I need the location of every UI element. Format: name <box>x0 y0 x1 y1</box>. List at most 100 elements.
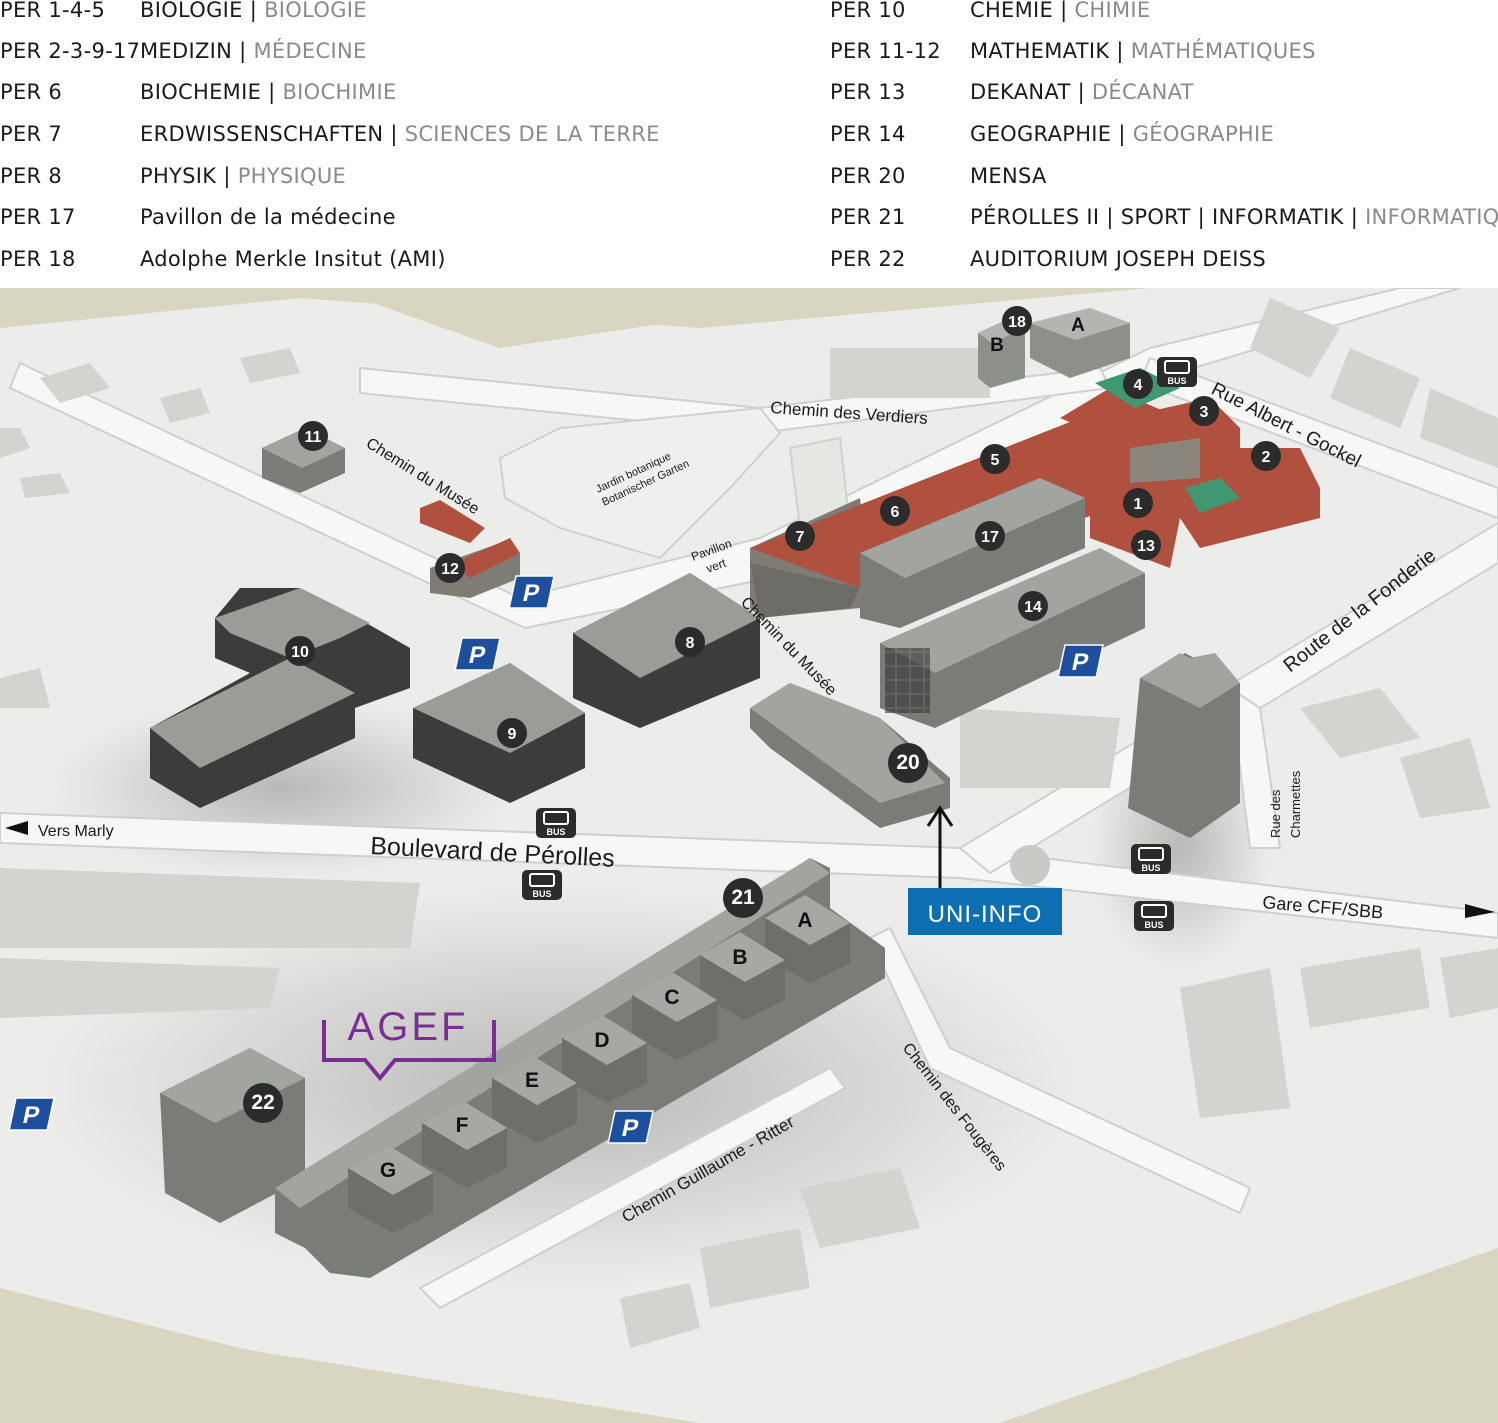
legend-name: PHYSIK | PHYSIQUE <box>140 164 346 188</box>
building-8[interactable] <box>573 573 760 728</box>
block <box>700 1228 810 1308</box>
marker-number: 11 <box>305 429 322 446</box>
building-marker-4[interactable]: 4 <box>1123 369 1153 399</box>
building-marker-1[interactable]: 1 <box>1123 488 1153 518</box>
agef-marker[interactable]: AGEF <box>322 1005 496 1082</box>
legend-name: BIOCHEMIE | BIOCHIMIE <box>140 80 397 104</box>
wing-21-b[interactable]: B <box>700 932 785 1020</box>
uni-info-label: UNI-INFO <box>928 901 1043 928</box>
block <box>1250 298 1340 378</box>
building-marker-7[interactable]: 7 <box>785 521 815 551</box>
building-14[interactable] <box>880 548 1145 728</box>
legend-code: PER 18 <box>0 247 76 271</box>
building-marker-6[interactable]: 6 <box>880 496 910 526</box>
building-marker-22[interactable]: 22 <box>243 1083 283 1123</box>
wing-roof <box>700 932 785 982</box>
wing-21-c[interactable]: C <box>632 972 717 1060</box>
roof <box>413 663 585 753</box>
legend-code: PER 14 <box>830 122 906 146</box>
building-marker-12[interactable]: 12 <box>435 553 465 583</box>
bus-stop[interactable]: BUS <box>1134 901 1174 931</box>
tower[interactable] <box>1128 653 1240 838</box>
legend-name: CHEMIE | CHIMIE <box>970 0 1150 22</box>
legend-code: PER 17 <box>0 205 76 229</box>
marker-circle <box>880 496 910 526</box>
building-marker-14[interactable]: 14 <box>1018 591 1048 621</box>
legend-name: PÉROLLES II | SPORT | INFORMATIK | INFOR… <box>970 205 1498 229</box>
block <box>0 428 30 458</box>
building-marker-8[interactable]: 8 <box>675 627 705 657</box>
building-marker-11[interactable]: 11 <box>298 421 328 451</box>
block <box>830 348 990 398</box>
marker-circle <box>980 444 1010 474</box>
botanical-garden <box>498 406 852 560</box>
bus-stop[interactable]: BUS <box>536 808 576 838</box>
wing-21-g[interactable]: G <box>348 1145 433 1233</box>
bus-stop[interactable]: BUS <box>1157 357 1197 387</box>
block <box>620 1283 700 1348</box>
marker-circle <box>285 636 315 666</box>
agef-label: AGEF <box>348 1005 469 1049</box>
parking-label: P <box>1069 649 1091 676</box>
legend-name: BIOLOGIE | BIOLOGIE <box>140 0 367 22</box>
building-marker-21[interactable]: 21 <box>723 878 763 918</box>
parking-sign[interactable]: P <box>1057 644 1104 678</box>
grass-area <box>1000 1248 1498 1423</box>
building-marker-20[interactable]: 20 <box>888 743 928 783</box>
parking-box <box>607 1110 654 1144</box>
roof <box>880 548 1145 673</box>
wing-21-a[interactable]: A <box>765 895 850 983</box>
building-marker-2[interactable]: 2 <box>1251 441 1281 471</box>
road-musee <box>8 288 1461 630</box>
wing-label: E <box>525 1069 539 1092</box>
building-10[interactable] <box>150 588 410 808</box>
parking-sign[interactable]: P <box>8 1097 55 1131</box>
building-marker-5[interactable]: 5 <box>980 444 1010 474</box>
legend-name: MEDIZIN | MÉDECINE <box>140 39 367 63</box>
building-marker-17[interactable]: 17 <box>975 521 1005 551</box>
wing-21-f[interactable]: F <box>422 1100 507 1188</box>
block <box>1330 348 1420 428</box>
bus-body-icon <box>529 873 555 887</box>
bus-label: BUS <box>1144 920 1163 930</box>
road-ritter <box>418 1066 847 1310</box>
wing-roof <box>632 972 717 1022</box>
bus-stop[interactable]: BUS <box>522 870 562 900</box>
marker-circle <box>1123 369 1153 399</box>
building-marker-3[interactable]: 3 <box>1189 396 1219 426</box>
historic-complex <box>750 368 1320 618</box>
legend-name: ERDWISSENSCHAFTEN | SCIENCES DE LA TERRE <box>140 122 660 146</box>
parking-sign[interactable]: P <box>607 1110 654 1144</box>
block <box>1300 688 1420 758</box>
building-marker-9[interactable]: 9 <box>497 718 527 748</box>
marker-circle <box>435 553 465 583</box>
marker-number: 1 <box>1134 496 1143 513</box>
building-17[interactable] <box>860 478 1085 628</box>
legend-name-de: MEDIZIN <box>140 39 233 63</box>
legend-code: PER 13 <box>830 80 906 104</box>
parking-sign[interactable]: P <box>454 637 501 671</box>
building-12[interactable] <box>420 500 520 598</box>
wing-21-d[interactable]: D <box>562 1015 647 1103</box>
marker-circle <box>975 521 1005 551</box>
block <box>40 363 110 403</box>
building-marker-18[interactable]: 18 <box>1002 306 1032 336</box>
parking-sign[interactable]: P <box>508 575 555 609</box>
block <box>960 708 1120 788</box>
marker-number: 14 <box>1024 599 1042 616</box>
roof <box>420 500 485 543</box>
uni-info-marker[interactable]: UNI-INFO <box>908 805 1062 935</box>
building-marker-13[interactable]: 13 <box>1131 530 1161 560</box>
legend-name-fr: SCIENCES DE LA TERRE <box>404 122 660 146</box>
wing-21-e[interactable]: E <box>492 1055 577 1143</box>
parking-label: P <box>520 580 542 607</box>
wing-label: C <box>664 986 679 1009</box>
building-marker-10[interactable]: 10 <box>285 636 315 666</box>
legend-code: PER 21 <box>830 205 906 229</box>
marker-number: 8 <box>686 635 695 652</box>
block <box>0 868 420 948</box>
bus-stop[interactable]: BUS <box>1131 844 1171 874</box>
legend-name: MATHEMATIK | MATHÉMATIQUES <box>970 39 1316 63</box>
